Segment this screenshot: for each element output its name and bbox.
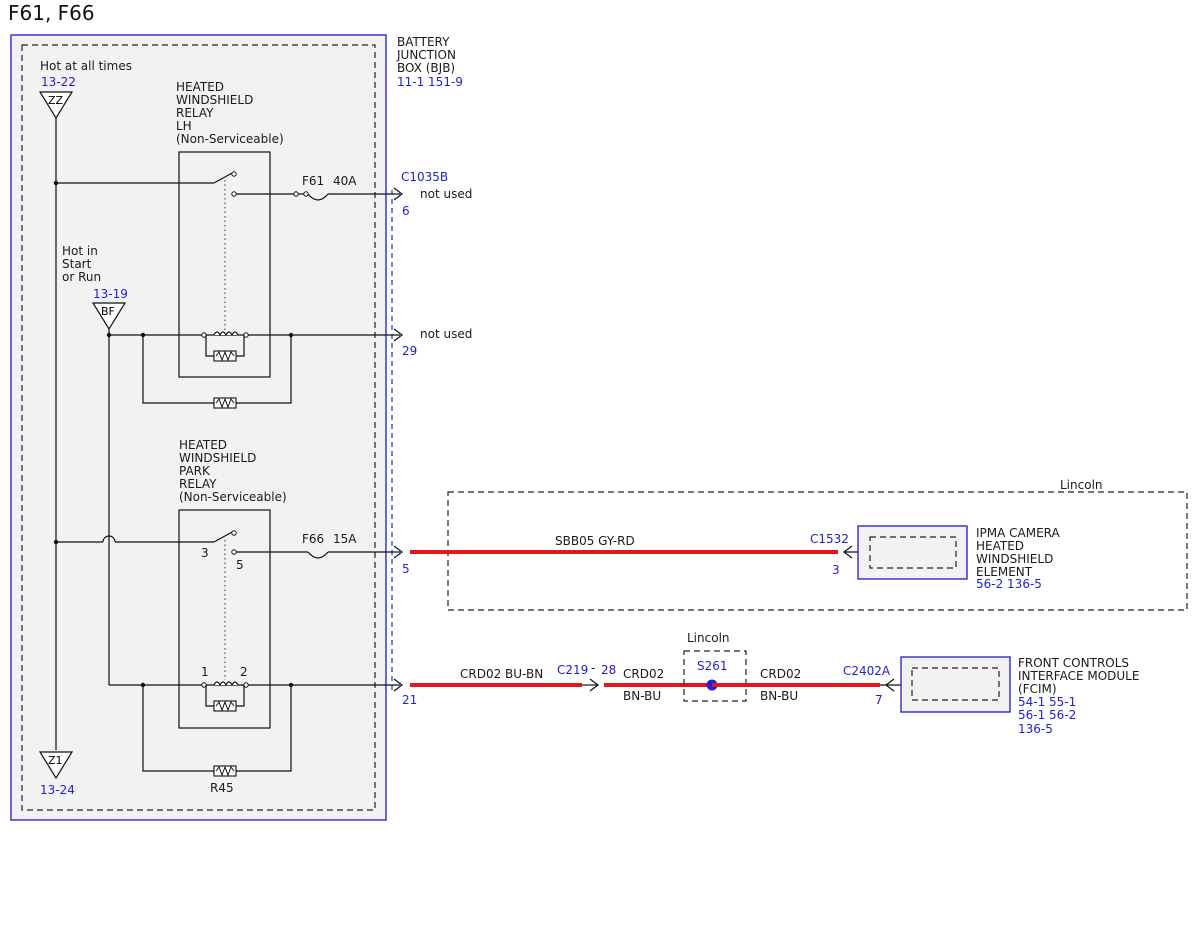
pin-29: 29: [402, 344, 417, 358]
relay-lh-coil-icon: [213, 331, 239, 337]
park-pin-3: 3: [201, 546, 209, 560]
svg-text:HEATED: HEATED: [976, 539, 1024, 553]
svg-text:JUNCTION: JUNCTION: [396, 48, 456, 62]
svg-text:BF: BF: [101, 305, 115, 318]
svg-text:BATTERY: BATTERY: [397, 35, 450, 49]
svg-text:Hot in: Hot in: [62, 244, 98, 258]
svg-text:LH: LH: [176, 119, 192, 133]
not-used-1: not used: [420, 187, 472, 201]
svg-text:(Non-Serviceable): (Non-Serviceable): [176, 132, 284, 146]
park-pin-2: 2: [240, 665, 248, 679]
park-pin-1: 1: [201, 665, 209, 679]
svg-text:Z1: Z1: [48, 754, 63, 767]
svg-text:or Run: or Run: [62, 270, 101, 284]
svg-text:ELEMENT: ELEMENT: [976, 565, 1033, 579]
ipma-module-box[interactable]: [857, 525, 968, 580]
relay-park-coil-icon: [213, 681, 239, 687]
svg-text:56-2 136-5: 56-2 136-5: [976, 577, 1042, 591]
lincoln-label-1: Lincoln: [1060, 478, 1103, 492]
svg-text:(Non-Serviceable): (Non-Serviceable): [179, 490, 287, 504]
fuse-f66-icon: [307, 551, 329, 559]
fuse-f61-name: F61: [302, 174, 324, 188]
connector-c219-pin: 28: [601, 663, 616, 677]
fuse-f66-rating: 15A: [333, 532, 357, 546]
fuse-f61-icon: [307, 193, 329, 201]
wire-crd02-c-color: BN-BU: [760, 689, 798, 703]
connector-arrow-icon: [393, 187, 403, 201]
connector-c1035b[interactable]: C1035B: [401, 170, 448, 184]
hot-always-label: Hot at all times: [40, 59, 132, 73]
svg-text:136-5: 136-5: [1018, 722, 1053, 736]
svg-text:WINDSHIELD: WINDSHIELD: [176, 93, 253, 107]
hot-always-ref[interactable]: 13-22: [41, 75, 76, 89]
not-used-2: not used: [420, 327, 472, 341]
svg-text:RELAY: RELAY: [179, 477, 217, 491]
relay-park-label: HEATED WINDSHIELD PARK RELAY (Non-Servic…: [179, 438, 287, 504]
wire-crd02-a-label: CRD02 BU-BN: [460, 667, 543, 681]
splice-s261[interactable]: S261: [697, 659, 728, 673]
wire-crd02-c-label: CRD02: [760, 667, 801, 681]
bjb-inner-dashed: [21, 44, 376, 811]
connector-c219[interactable]: C219: [557, 663, 588, 677]
ipma-label: IPMA CAMERA HEATED WINDSHIELD ELEMENT 56…: [976, 526, 1061, 591]
power-source-bf-icon: BF: [91, 302, 127, 331]
pin-21: 21: [402, 693, 417, 707]
relay-lh-contact: [213, 171, 235, 184]
svg-text:WINDSHIELD: WINDSHIELD: [976, 552, 1053, 566]
wire-crd02-b-label: CRD02: [623, 667, 664, 681]
svg-text:Start: Start: [62, 257, 92, 271]
svg-text:ZZ: ZZ: [48, 94, 64, 107]
svg-text:WINDSHIELD: WINDSHIELD: [179, 451, 256, 465]
resistor-r45-label: R45: [210, 781, 234, 795]
bjb-box: [10, 34, 387, 821]
page-title: F61, F66: [8, 1, 95, 25]
c1532-pin: 3: [832, 563, 840, 577]
connector-c2402a[interactable]: C2402A: [843, 664, 891, 678]
svg-text:HEATED: HEATED: [176, 80, 224, 94]
svg-text:54-1 55-1: 54-1 55-1: [1018, 695, 1076, 709]
bjb-label: BATTERY JUNCTION BOX (BJB) 11-1 151-9: [396, 35, 463, 89]
park-pin-5: 5: [236, 558, 244, 572]
svg-text:IPMA CAMERA: IPMA CAMERA: [976, 526, 1061, 540]
fuse-f61-rating: 40A: [333, 174, 357, 188]
svg-text:56-1 56-2: 56-1 56-2: [1018, 708, 1076, 722]
pin-5: 5: [402, 562, 410, 576]
svg-text:RELAY: RELAY: [176, 106, 214, 120]
relay-lh-label: HEATED WINDSHIELD RELAY LH (Non-Servicea…: [176, 80, 284, 146]
svg-text:BOX (BJB): BOX (BJB): [397, 61, 455, 75]
fcim-module-box[interactable]: [900, 656, 1011, 713]
svg-text:11-1 151-9: 11-1 151-9: [397, 75, 463, 89]
splice-s261-box: [683, 650, 747, 702]
ground-ref[interactable]: 13-24: [40, 783, 75, 797]
wire-crd02-b-color: BN-BU: [623, 689, 661, 703]
svg-text:FRONT CONTROLS: FRONT CONTROLS: [1018, 656, 1129, 670]
fcim-label: FRONT CONTROLS INTERFACE MODULE (FCIM) 5…: [1018, 656, 1139, 736]
connector-c1532[interactable]: C1532: [810, 532, 849, 546]
svg-text:INTERFACE MODULE: INTERFACE MODULE: [1018, 669, 1139, 683]
svg-text:(FCIM): (FCIM): [1018, 682, 1057, 696]
wire-sbb05-label: SBB05 GY-RD: [555, 534, 635, 548]
svg-text:PARK: PARK: [179, 464, 211, 478]
connector-c219-dash: -: [591, 661, 595, 675]
pin-6: 6: [402, 204, 410, 218]
svg-text:HEATED: HEATED: [179, 438, 227, 452]
c2402a-pin: 7: [875, 693, 883, 707]
lincoln-label-2: Lincoln: [687, 631, 730, 645]
power-source-zz-icon: ZZ: [38, 91, 74, 120]
wire-crossover-icon: [102, 535, 116, 543]
relay-lh-box: [178, 151, 271, 378]
hot-start-ref[interactable]: 13-19: [93, 287, 128, 301]
relay-park-box: [178, 509, 271, 729]
ground-z1-icon: Z1: [38, 751, 74, 780]
hot-start-label: Hot in Start or Run: [62, 244, 101, 284]
fuse-f66-name: F66: [302, 532, 324, 546]
